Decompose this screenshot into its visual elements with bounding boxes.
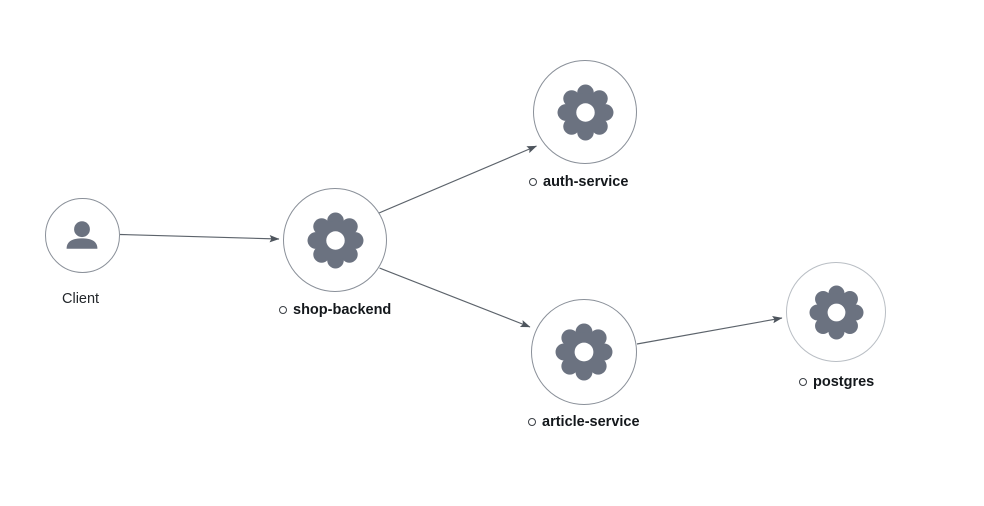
gear-icon xyxy=(808,284,864,340)
status-marker-icon xyxy=(279,306,287,315)
edge-article-service-to-postgres xyxy=(636,316,783,345)
node-label-postgres: postgres xyxy=(799,375,874,390)
status-marker-icon xyxy=(529,178,537,187)
status-marker-icon xyxy=(528,418,536,427)
node-label-article-service-text: article-service xyxy=(542,414,640,430)
gear-icon xyxy=(307,212,363,268)
user-icon xyxy=(66,221,98,249)
edge-client-to-shop-backend xyxy=(119,233,280,243)
node-article-service[interactable] xyxy=(531,299,637,405)
node-shop-backend[interactable] xyxy=(283,188,387,292)
edge-shop-backend-to-article-service xyxy=(379,267,531,328)
node-label-client: Client xyxy=(62,292,99,307)
node-label-article-service: article-service xyxy=(528,415,640,430)
node-label-auth-service-text: auth-service xyxy=(543,174,629,190)
node-label-postgres-text: postgres xyxy=(813,374,875,390)
status-marker-icon xyxy=(799,378,807,387)
node-postgres[interactable] xyxy=(786,262,886,362)
gear-icon xyxy=(555,323,613,381)
node-label-shop-backend: shop-backend xyxy=(279,303,391,318)
node-label-client-text: Client xyxy=(62,291,100,307)
node-auth-service[interactable] xyxy=(533,60,637,164)
node-label-shop-backend-text: shop-backend xyxy=(293,302,392,318)
edge-shop-backend-to-auth-service xyxy=(378,145,537,214)
node-client[interactable] xyxy=(44,197,120,273)
node-label-auth-service: auth-service xyxy=(529,175,628,190)
gear-icon xyxy=(557,84,613,140)
